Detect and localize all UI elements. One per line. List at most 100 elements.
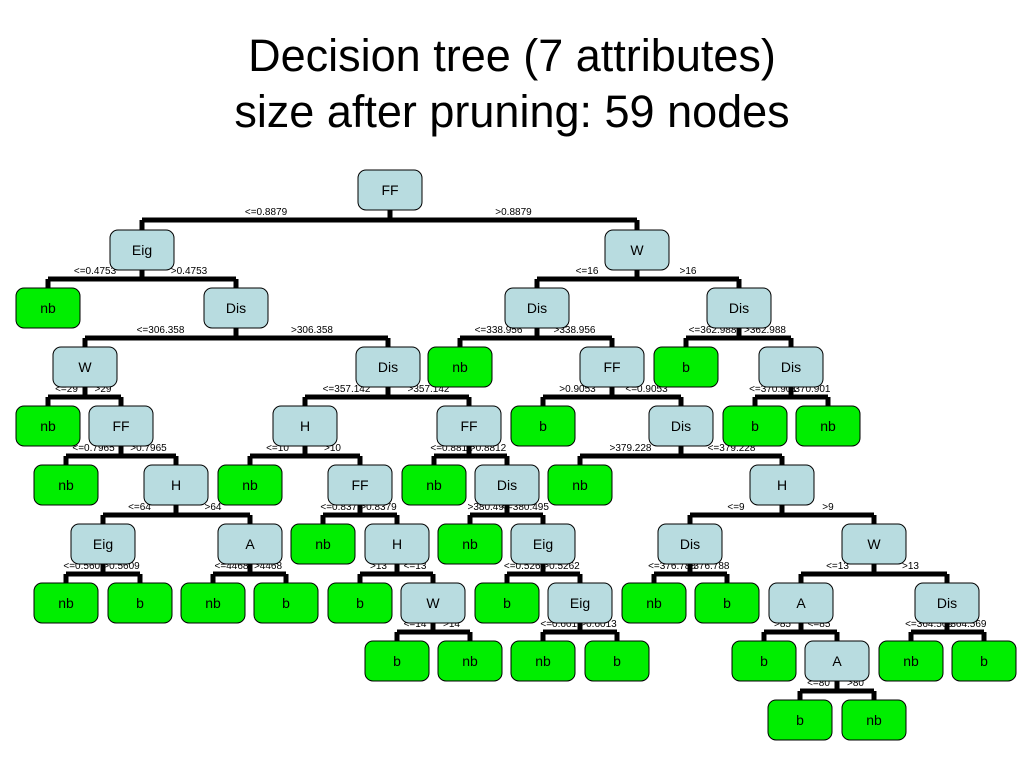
node-label: FF <box>351 477 368 493</box>
split-label-left: <=338.956 <box>475 325 523 336</box>
node-box <box>217 523 283 565</box>
split-label-left: <=4468 <box>215 561 249 572</box>
node-label: Dis <box>378 359 398 375</box>
node-label: W <box>78 359 92 375</box>
node-box <box>694 582 760 624</box>
node-label: Eig <box>570 595 590 611</box>
split-node: FF <box>357 169 423 211</box>
split-label-left: <=0.8379 <box>320 502 363 513</box>
node-label: b <box>682 359 690 375</box>
node-label: FF <box>603 359 620 375</box>
node-box <box>474 464 540 506</box>
node-box <box>355 346 421 388</box>
split-label-right: >0.8812 <box>470 443 507 454</box>
node-label: b <box>136 595 144 611</box>
node-label: FF <box>112 418 129 434</box>
split-node: Dis <box>914 582 980 624</box>
split-connector <box>431 446 510 465</box>
leaf-node: nb <box>427 346 493 388</box>
node-box <box>427 346 493 388</box>
leaf-node: b <box>767 699 833 741</box>
split-label-left: <=0.7965 <box>72 443 115 454</box>
split-label-left: <=13 <box>826 561 849 572</box>
split-connector <box>908 623 987 641</box>
node-box <box>401 464 467 506</box>
split-connector <box>247 446 363 465</box>
node-label: nb <box>462 536 478 552</box>
leaf-node: nb <box>33 464 99 506</box>
title-line-2: size after pruning: 59 nodes <box>234 86 790 137</box>
node-label: Eig <box>533 536 553 552</box>
split-label-right: >0.8879 <box>495 207 532 218</box>
node-box <box>621 582 687 624</box>
node-label: b <box>760 653 768 669</box>
node-label: b <box>751 418 759 434</box>
split-label-left: <=0.8812 <box>430 443 473 454</box>
split-label-right: >10 <box>324 443 341 454</box>
node-box <box>88 405 154 447</box>
split-connector <box>394 623 473 641</box>
node-label: Dis <box>527 300 547 316</box>
split-node: Dis <box>657 523 723 565</box>
node-label: nb <box>426 477 442 493</box>
leaf-node: b <box>584 640 650 682</box>
leaf-node: b <box>653 346 719 388</box>
leaf-node: nb <box>878 640 944 682</box>
edge-labels-layer: <=0.8879>0.8879<=0.4753>0.4753<=16>16<=3… <box>55 207 987 689</box>
split-label-left: <=306.358 <box>137 325 185 336</box>
node-box <box>290 523 356 565</box>
split-label-right: >0.5262 <box>543 561 580 572</box>
split-label-right: >16 <box>680 266 697 277</box>
node-label: b <box>503 595 511 611</box>
split-label-left: <=14 <box>404 619 427 630</box>
split-connector <box>540 623 620 641</box>
node-label: b <box>282 595 290 611</box>
split-node: W <box>52 346 118 388</box>
node-label: W <box>867 536 881 552</box>
node-label: Dis <box>680 536 700 552</box>
leaf-node: nb <box>510 640 576 682</box>
node-box <box>253 582 319 624</box>
node-box <box>70 523 136 565</box>
split-label-right: >29 <box>95 384 112 395</box>
split-label-right: >362.988 <box>744 325 786 336</box>
split-label-right: >13 <box>902 561 919 572</box>
node-label: nb <box>452 359 468 375</box>
leaf-node: b <box>731 640 797 682</box>
leaf-node: nb <box>621 582 687 624</box>
node-label: W <box>630 242 644 258</box>
node-box <box>510 523 576 565</box>
split-node: H <box>749 464 815 506</box>
split-label-right: >9 <box>822 502 834 513</box>
node-box <box>327 464 393 506</box>
split-node: FF <box>327 464 393 506</box>
split-node: Dis <box>474 464 540 506</box>
split-label-right: <=379.228 <box>708 443 756 454</box>
split-label-left: >380.495 <box>468 502 510 513</box>
node-box <box>357 169 423 211</box>
split-node: Dis <box>504 287 570 329</box>
node-label: nb <box>462 653 478 669</box>
split-connector <box>457 328 615 347</box>
node-box <box>878 640 944 682</box>
node-box <box>914 582 980 624</box>
leaf-node: nb <box>795 405 861 447</box>
split-node: H <box>272 405 338 447</box>
split-node: Dis <box>203 287 269 329</box>
node-label: Dis <box>781 359 801 375</box>
leaf-node: b <box>722 405 788 447</box>
node-box <box>767 699 833 741</box>
leaf-node: nb <box>401 464 467 506</box>
split-label-right: <=13 <box>404 561 427 572</box>
node-box <box>648 405 714 447</box>
node-label: nb <box>242 477 258 493</box>
node-label: W <box>426 595 440 611</box>
split-label-left: <=0.4753 <box>74 266 117 277</box>
slide-title: Decision tree (7 attributes) size after … <box>0 28 1024 140</box>
split-label-left: <=0.5609 <box>63 561 106 572</box>
split-node: W <box>604 229 670 271</box>
split-connector <box>63 446 179 465</box>
split-connector <box>302 387 472 406</box>
split-label-right: >0.6013 <box>580 619 617 630</box>
